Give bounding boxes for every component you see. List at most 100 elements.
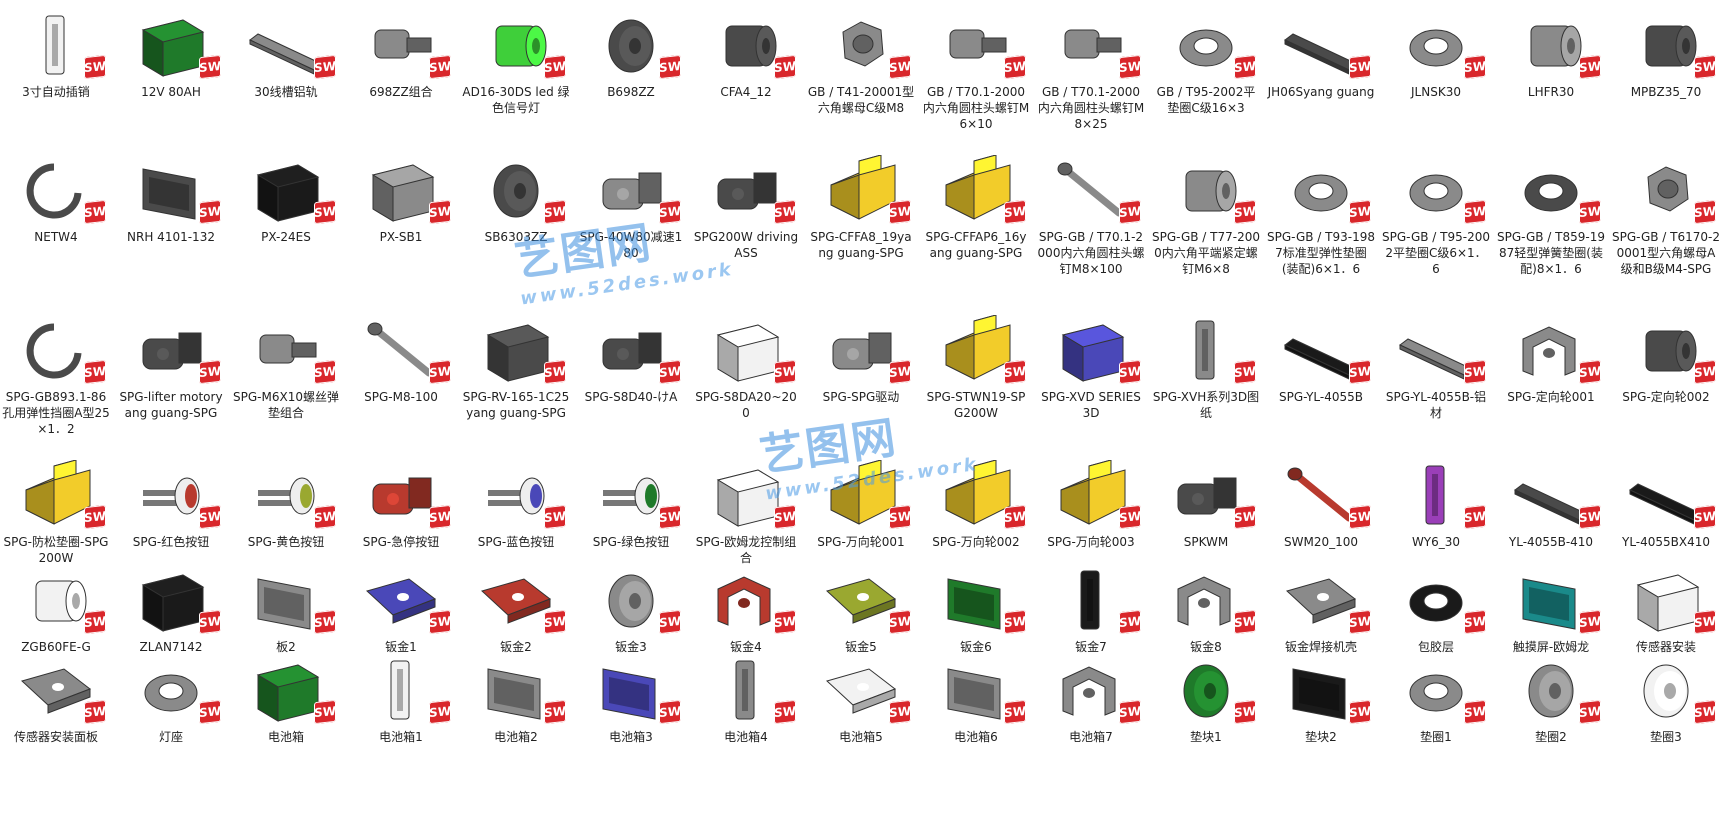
solidworks-badge-icon: SW [889,699,911,725]
file-thumbnail: SW [230,155,342,227]
solidworks-badge-icon: SW [659,54,681,80]
solidworks-badge-icon: SW [314,609,336,635]
file-name-label: NETW4 [34,230,78,244]
solidworks-badge-icon: SW [1694,504,1716,530]
file-thumbnail: SW [230,460,342,532]
file-thumbnail: SW [690,655,802,727]
solidworks-badge-icon: SW [429,609,451,635]
solidworks-badge-icon: SW [1694,699,1716,725]
